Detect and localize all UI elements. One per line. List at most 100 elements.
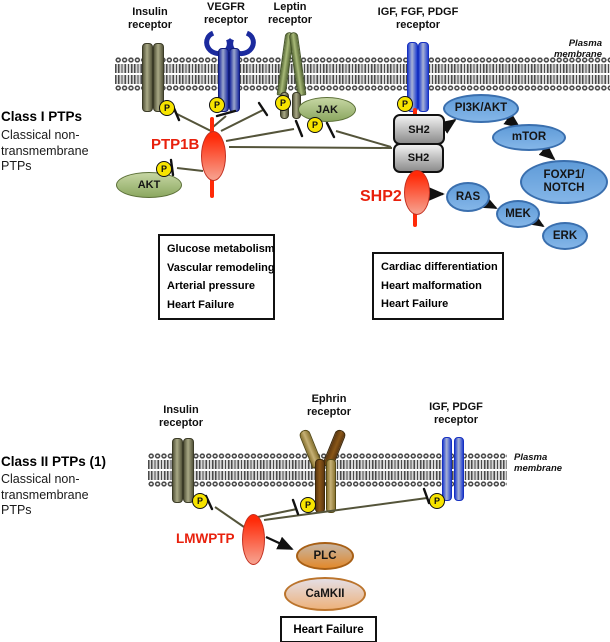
phosphate-insulin-bottom: P bbox=[192, 493, 208, 509]
lmwptp-to-plc-arrow bbox=[265, 535, 294, 551]
class2-title: Class II PTPs (1) bbox=[1, 454, 107, 469]
lmwptp-to-igf-p-line bbox=[263, 497, 428, 521]
shp2-label: SHP2 bbox=[360, 188, 402, 205]
phosphate-letter: P bbox=[279, 98, 286, 108]
shp2-stick bbox=[413, 210, 417, 227]
membrane-midline bbox=[115, 73, 610, 75]
igf-fgf-pdgf-receptor-bar bbox=[418, 42, 429, 112]
phosphate-jak: P bbox=[307, 117, 323, 133]
insulin-receptor-bar bbox=[153, 43, 164, 112]
tbar-jak-p-left bbox=[294, 119, 304, 138]
insulin-receptor-label: Insulin receptor bbox=[127, 6, 173, 31]
mtor-label: mTOR bbox=[511, 131, 547, 143]
plasma-membrane-label-bottom: Plasma membrane bbox=[514, 452, 563, 474]
lmwptp-to-ephrin-p-line bbox=[252, 508, 298, 519]
jak-oval: JAK bbox=[298, 97, 356, 122]
tbar-ephrin-p bbox=[291, 498, 300, 516]
ptp1b-to-leptin-p-line bbox=[220, 109, 264, 132]
class1-title: Class I PTPs bbox=[1, 109, 83, 124]
phosphate-leptin: P bbox=[275, 95, 291, 111]
phosphate-insulin: P bbox=[159, 100, 175, 116]
tbar-akt-p bbox=[169, 158, 175, 177]
heart-failure-box: Heart Failure bbox=[280, 616, 377, 642]
inhibition-lines-top bbox=[176, 109, 393, 172]
foxp1-notch-oval: FOXP1/ NOTCH bbox=[520, 160, 608, 204]
foxp1-notch-label: FOXP1/ NOTCH bbox=[543, 169, 585, 194]
outcome-line: Cardiac differentiation bbox=[381, 261, 498, 273]
insulin-receptor-bar-bottom bbox=[172, 438, 183, 503]
class2-subtitle: Classical non- transmembrane PTPs bbox=[1, 472, 89, 517]
inhibition-lines-bottom bbox=[214, 497, 428, 528]
plasma-membrane-top bbox=[115, 56, 610, 92]
insulin-receptor-bar bbox=[142, 43, 153, 112]
mtor-oval: mTOR bbox=[492, 124, 566, 151]
tbar-vegfr-p bbox=[215, 109, 237, 118]
ptp1b-to-akt-p-line bbox=[176, 167, 204, 172]
phosphate-letter: P bbox=[401, 99, 408, 109]
igf-fgf-pdgf-receptor-label: IGF, FGF, PDGF receptor bbox=[377, 6, 459, 31]
igf-fgf-pdgf-receptor-bar bbox=[407, 42, 418, 112]
lipid-heads-row bbox=[115, 56, 610, 64]
mek-oval: MEK bbox=[496, 200, 540, 228]
class1-subtitle: Classical non- transmembrane PTPs bbox=[1, 128, 89, 173]
igf-pdgf-receptor-label: IGF, PDGF receptor bbox=[429, 401, 483, 426]
leptin-receptor-label: Leptin receptor bbox=[267, 1, 313, 26]
ephrin-receptor-label: Ephrin receptor bbox=[306, 393, 352, 418]
vegfr-receptor-bar bbox=[218, 48, 229, 112]
ptp1b-to-jak-p-line bbox=[225, 128, 295, 142]
plc-oval: PLC bbox=[296, 542, 354, 570]
tbar-igf-p-bottom bbox=[422, 487, 431, 505]
sh2-domain-upper: SH2 bbox=[393, 114, 445, 145]
phosphate-igf: P bbox=[397, 96, 413, 112]
ras-label: RAS bbox=[455, 190, 481, 203]
lmwptp-label: LMWPTP bbox=[176, 531, 235, 546]
outcome-line: Arterial pressure bbox=[167, 280, 256, 292]
ptp1b-oval bbox=[201, 131, 226, 181]
tbar-jak-p-right bbox=[325, 121, 336, 139]
outcome-line: Heart Failure bbox=[381, 298, 449, 310]
heart-failure-label: Heart Failure bbox=[293, 623, 364, 636]
sh2-domain-lower: SH2 bbox=[393, 143, 444, 173]
phosphate-akt: P bbox=[156, 161, 172, 177]
plasma-membrane-label-top: Plasma membrane bbox=[553, 38, 602, 60]
pi3k-akt-label: PI3K/AKT bbox=[454, 102, 508, 114]
jak-label: JAK bbox=[315, 103, 338, 116]
phosphate-letter: P bbox=[433, 496, 440, 506]
mek-label: MEK bbox=[505, 207, 531, 220]
outcome-line: Vascular remodeling bbox=[167, 261, 275, 274]
ras-oval: RAS bbox=[446, 182, 490, 212]
akt-label: AKT bbox=[137, 179, 161, 191]
lipid-tails-row bbox=[115, 64, 610, 73]
outcome-line: Heart Failure bbox=[167, 298, 235, 311]
phosphate-letter: P bbox=[160, 164, 167, 174]
shp2-complex-to-jak-p-line bbox=[335, 130, 392, 148]
lmwptp-oval bbox=[242, 514, 265, 565]
erk-oval: ERK bbox=[542, 222, 588, 250]
phosphate-igf-bottom: P bbox=[429, 493, 445, 509]
insulin-receptor-bar-bottom bbox=[183, 438, 194, 503]
ptp1b-to-insulin-p-line bbox=[176, 113, 212, 132]
akt-oval: AKT bbox=[116, 172, 182, 198]
pi3k-akt-oval: PI3K/AKT bbox=[443, 94, 519, 123]
phosphate-letter: P bbox=[311, 120, 318, 130]
sh2-lower-label: SH2 bbox=[407, 152, 430, 164]
phosphate-vegfr: P bbox=[209, 97, 225, 113]
lipid-heads-row bbox=[115, 84, 610, 92]
lmwptp-to-insulin-p-line bbox=[214, 506, 245, 528]
ptp1b-to-vegfr-p-line bbox=[212, 115, 227, 128]
phosphate-letter: P bbox=[196, 496, 203, 506]
plc-label: PLC bbox=[313, 550, 337, 562]
phosphate-letter: P bbox=[304, 500, 311, 510]
erk-label: ERK bbox=[552, 229, 578, 242]
outcome-line: Glucose metabolism bbox=[167, 243, 275, 255]
vegfr-receptor-label: VEGFR receptor bbox=[203, 1, 249, 26]
shp2-outcomes-box: Cardiac differentiation Heart malformati… bbox=[372, 252, 504, 320]
igf-pdgf-receptor-bar bbox=[442, 437, 452, 501]
phosphate-letter: P bbox=[213, 100, 220, 110]
lipid-tails-row bbox=[115, 75, 610, 84]
ptp1b-label: PTP1B bbox=[151, 136, 200, 153]
inhibition-tbars bbox=[169, 101, 431, 516]
igf-pdgf-receptor-bar bbox=[454, 437, 464, 501]
sh2-upper-label: SH2 bbox=[408, 123, 430, 136]
